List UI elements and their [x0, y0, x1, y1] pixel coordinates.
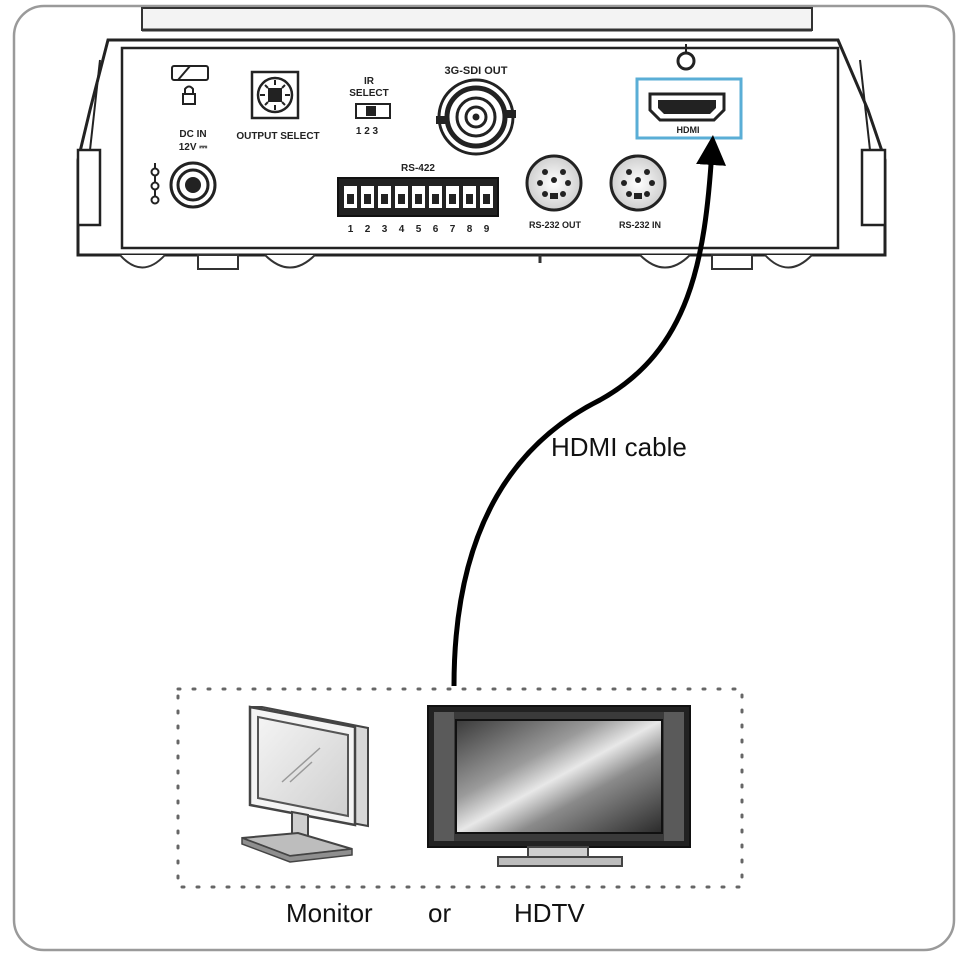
polarity-icon [150, 163, 160, 205]
rs422-pin-label: 1 [348, 224, 354, 235]
rs422-pin-label: 7 [450, 224, 456, 235]
rs422-pin-screw [398, 194, 405, 204]
rs422-pin-screw [347, 194, 354, 204]
monitor-icon [241, 705, 369, 863]
rs422-pin-label: 6 [433, 224, 439, 235]
ir-positions-label: 1 2 3 [356, 126, 379, 137]
hdmi-port: HDMI [635, 77, 743, 140]
rs422-pin-screw [449, 194, 456, 204]
rs422-pin-screw [432, 194, 439, 204]
hdtv-label: HDTV [514, 898, 585, 928]
status-led-icon [676, 44, 696, 71]
mini-din-connector-icon [525, 154, 583, 212]
rs232-out-port: RS-232 OUT [525, 154, 583, 230]
rs422-pin-row [344, 186, 493, 208]
output-select-label: OUTPUT SELECT [236, 131, 319, 142]
rs232-in-port: RS-232 IN [609, 154, 667, 230]
bnc-connector-icon [436, 78, 516, 156]
rs422-pin-label: 8 [467, 224, 473, 235]
dc-in-voltage-label: 12V ⎓ [179, 142, 208, 153]
rs422-pin-screw [483, 194, 490, 204]
sdi-out-port: 3G-SDI OUT [436, 65, 516, 156]
hdtv-icon [427, 705, 691, 867]
output-select-switch: OUTPUT SELECT [236, 70, 320, 142]
sdi-out-label: 3G-SDI OUT [445, 65, 508, 77]
hdmi-label: HDMI [677, 125, 700, 135]
hdmi-port-icon [648, 92, 726, 122]
ir-select-switch: IR SELECT 1 2 3 [349, 76, 391, 137]
rs422-pin-label: 2 [365, 224, 371, 235]
dc-in-label: DC IN [179, 129, 206, 140]
rs422-pin-screw [364, 194, 371, 204]
rs232-out-label: RS-232 OUT [529, 220, 582, 230]
dc-in-port: DC IN 12V ⎓ [150, 129, 217, 209]
rs422-pin-screw [415, 194, 422, 204]
rs422-label: RS-422 [401, 163, 435, 174]
or-label: or [428, 898, 452, 928]
rs422-pin-label: 3 [382, 224, 388, 235]
hdmi-highlight-box [635, 77, 743, 140]
hdmi-cable-label: HDMI cable [551, 432, 687, 462]
monitor-label: Monitor [286, 898, 373, 928]
mini-din-connector-icon [609, 154, 667, 212]
rs422-pin-screw [381, 194, 388, 204]
hdmi-cable [451, 135, 727, 687]
rs422-pin-label: 5 [416, 224, 422, 235]
rs422-pin-label: 4 [399, 224, 405, 235]
rs232-in-label: RS-232 IN [619, 220, 661, 230]
ir-label: IR [364, 76, 375, 87]
dip-switch-icon [260, 80, 290, 110]
kensington-lock-icon [171, 65, 209, 105]
ir-select-label: SELECT [349, 88, 388, 99]
rs422-pin-label: 9 [484, 224, 490, 235]
display-group-box [176, 687, 744, 889]
rs422-pin-screw [466, 194, 473, 204]
